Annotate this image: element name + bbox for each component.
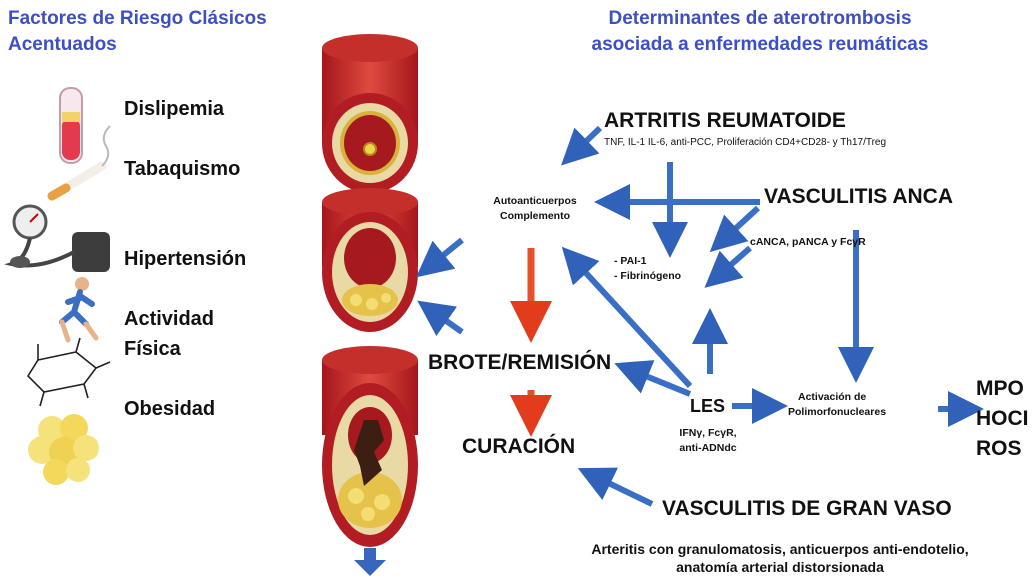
node-les: LES (690, 396, 725, 417)
risk-hipertension: Hipertensión (124, 244, 246, 274)
node-les-detail: IFNγ, FcγR, anti-ADNdc (676, 426, 740, 456)
risk-actividad: Actividad (124, 304, 214, 334)
node-pai-fibrinogeno: - PAI-1 - Fibrinógeno (614, 254, 681, 284)
node-mpo-hoci-ros: MPO HOCI ROS (976, 374, 1029, 464)
node-les-detail-line2: anti-ADNdc (676, 441, 740, 456)
node-gran-vaso-detail-line1: Arteritis con granulomatosis, anticuerpo… (560, 540, 1000, 558)
node-activacion: Activación de Polimorfonucleares (788, 390, 886, 420)
node-artritis-detail: TNF, IL-1 IL-6, anti-PCC, Proliferación … (604, 136, 886, 150)
node-fibrinogeno: - Fibrinógeno (614, 269, 681, 284)
node-anca-detail: cANCA, pANCA y FcγR (750, 235, 866, 250)
node-autoanticuerpos: Autoanticuerpos Complemento (480, 194, 590, 224)
test-tube-icon (60, 88, 82, 163)
risk-fisica: Física (124, 334, 181, 364)
node-autoanticuerpos-line1: Autoanticuerpos (480, 194, 590, 209)
node-activacion-line1: Activación de (788, 390, 886, 405)
node-vasculitis-gran-vaso: VASCULITIS DE GRAN VASO (662, 496, 952, 522)
node-ros: ROS (976, 434, 1029, 464)
risk-dislipemia: Dislipemia (124, 94, 224, 124)
node-activacion-line2: Polimorfonucleares (788, 405, 886, 420)
arrow-autoanticuerpos-vessel (430, 240, 462, 266)
node-gran-vaso-detail-line2: anatomía arterial distorsionada (560, 558, 1000, 576)
vessel-thrombus-icon (322, 346, 418, 547)
runner-icon (62, 277, 96, 340)
risk-obesidad: Obesidad (124, 394, 215, 424)
node-vasculitis-anca: VASCULITIS ANCA (764, 184, 953, 210)
node-hoci: HOCI (976, 404, 1029, 434)
node-mpo: MPO (976, 374, 1029, 404)
arrow-artritis-left (574, 128, 600, 153)
arrow-granvaso-curacion (594, 476, 652, 504)
vessel-output-arrow (354, 548, 386, 576)
node-curacion: CURACIÓN (462, 434, 575, 460)
node-gran-vaso-detail: Arteritis con granulomatosis, anticuerpo… (560, 540, 1000, 576)
arrow-brote-vessel (432, 311, 462, 332)
node-brote-remision: BROTE/REMISIÓN (428, 350, 611, 376)
node-pai: - PAI-1 (614, 254, 681, 269)
vessel-plaque-icon (322, 188, 418, 332)
arrow-ancadetail-fibrinogeno (718, 248, 750, 276)
node-les-detail-line1: IFNγ, FcγR, (676, 426, 740, 441)
vessel-healthy-icon (322, 34, 418, 193)
glucose-molecule-icon (28, 338, 110, 406)
risk-tabaquismo: Tabaquismo (124, 154, 240, 184)
node-autoanticuerpos-line2: Complemento (480, 209, 590, 224)
fat-cells-icon (28, 414, 99, 485)
blood-pressure-cuff-icon (10, 206, 110, 272)
node-artritis-reumatoide: ARTRITIS REUMATOIDE (604, 108, 846, 134)
